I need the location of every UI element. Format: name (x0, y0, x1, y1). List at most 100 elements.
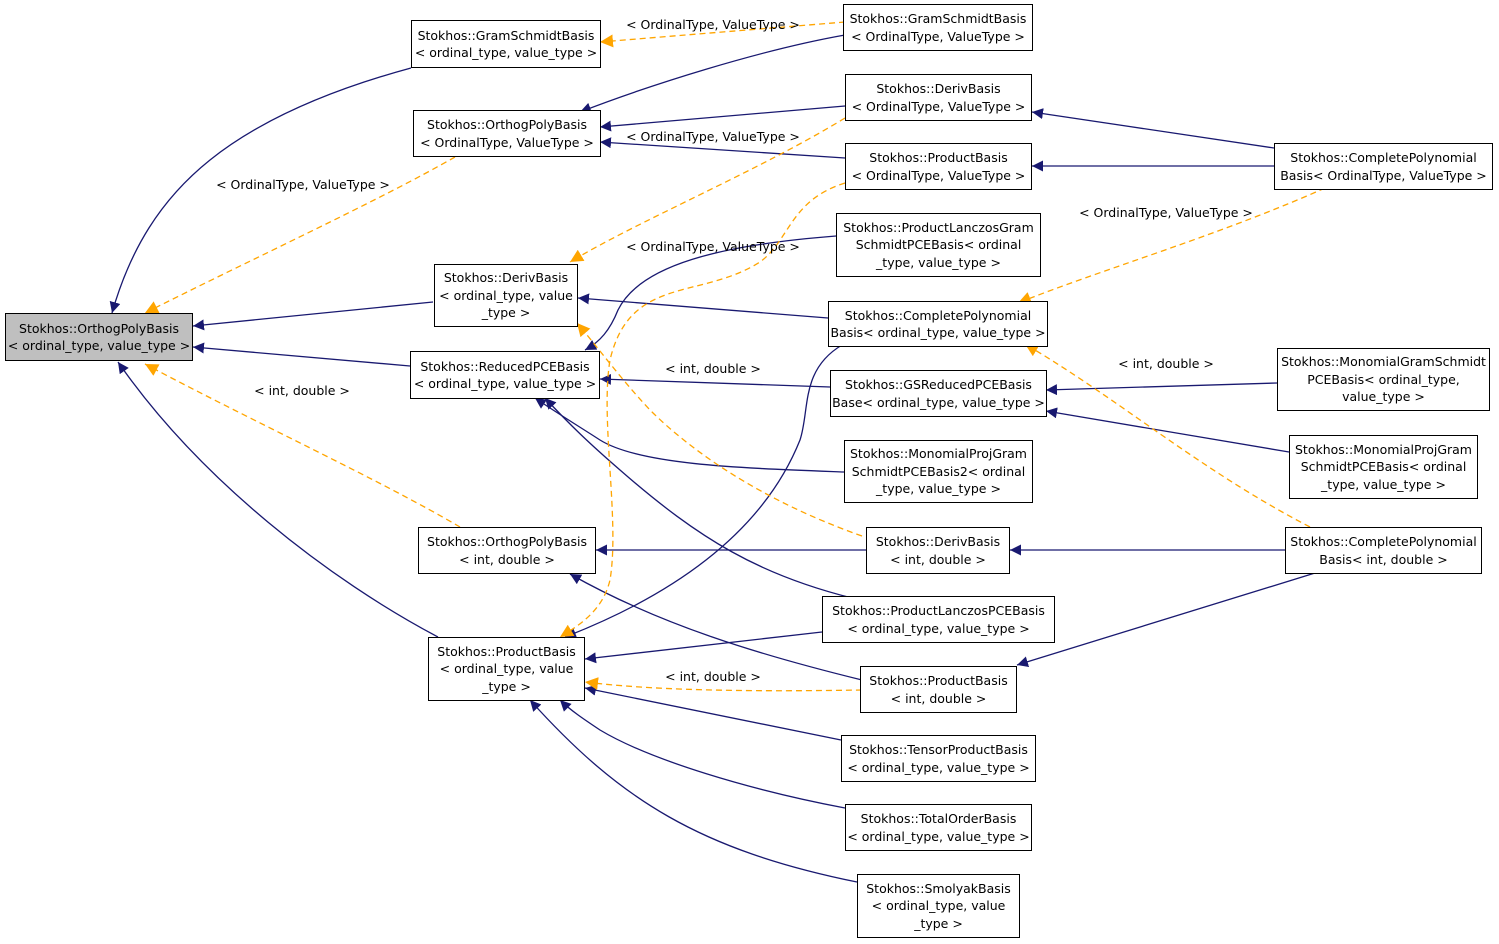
edge-prodint-opbint (569, 573, 863, 681)
node-reducedpcebasis[interactable]: Stokhos::ReducedPCEBasis< ordinal_type, … (410, 351, 600, 399)
node-gramschmidtbasis-OT[interactable]: Stokhos::GramSchmidtBasis< OrdinalType, … (843, 4, 1033, 51)
tedge-derivint-derivord (576, 322, 863, 537)
node-label-line: < OrdinalType, ValueType > (851, 98, 1026, 114)
node-label-line: Stokhos::ProductLanczosPCEBasis (832, 603, 1045, 618)
node-label-line: _type > (482, 678, 531, 694)
edge-gsred-reduced (599, 373, 831, 388)
node-label-line: Stokhos::OrthogPolyBasis (427, 117, 587, 132)
edge-label-deriv-ot: < OrdinalType, ValueType > (626, 239, 800, 254)
tedge-cpint-cpord (1024, 343, 1311, 528)
tedge-derivOT-derivord (569, 117, 846, 263)
node-label-line: < OrdinalType, ValueType > (420, 134, 594, 150)
node-label-line: SchmidtPCEBasis2< ordinal (851, 463, 1026, 479)
node-label-line: < ordinal_type, value (439, 287, 573, 303)
tedge-prodint-prodord (584, 677, 863, 692)
edge-gs-root (109, 67, 412, 314)
node-smolyakbasis[interactable]: Stokhos::SmolyakBasis< ordinal_type, val… (857, 874, 1020, 938)
tedge-gsOT-gs (599, 21, 846, 48)
node-label-line: Stokhos::TotalOrderBasis (860, 811, 1017, 826)
edge-plpce-prodord (584, 631, 823, 664)
node-label-line: < int, double > (890, 690, 987, 706)
node-productlanczospcebasis[interactable]: Stokhos::ProductLanczosPCEBasis< ordinal… (822, 596, 1055, 643)
node-label-line: Stokhos::ReducedPCEBasis (420, 358, 590, 374)
node-label-line: < int, double > (890, 551, 986, 567)
edge-mpgs-gsred (1045, 407, 1290, 453)
node-label-line: Stokhos::ProductBasis (437, 643, 576, 659)
edge-tensor-prodord (584, 684, 842, 741)
node-label-line: Stokhos::ProductLanczosGram (843, 219, 1034, 235)
node-derivbasis-ordinal[interactable]: Stokhos::DerivBasis< ordinal_type, value… (434, 264, 578, 327)
node-orthogpolybasis-OT[interactable]: Stokhos::OrthogPolyBasis< OrdinalType, V… (413, 110, 601, 157)
node-productbasis-ordinal[interactable]: Stokhos::ProductBasis< ordinal_type, val… (428, 637, 585, 701)
node-label-line: Stokhos::DerivBasis (876, 81, 1001, 96)
node-label-line: Stokhos::OrthogPolyBasis (19, 320, 179, 336)
edge-prodOT-opbOT (599, 137, 846, 159)
edge-gsOT-opbOT (579, 34, 846, 114)
edge-cpord-deriv (577, 293, 829, 319)
edge-smolyak-prodord (529, 699, 858, 883)
node-label-line: Stokhos::GramSchmidtBasis (417, 27, 595, 43)
node-label-line: _type > (481, 305, 531, 321)
edge-label-root-int: < int, double > (254, 383, 350, 398)
edge-label-gs-ot: < OrdinalType, ValueType > (626, 17, 800, 32)
node-label-line: Stokhos::CompletePolynomial (1290, 150, 1477, 165)
node-label-line: < ordinal_type, value_type > (847, 620, 1030, 636)
node-label-line: Stokhos::CompletePolynomial (844, 307, 1032, 323)
node-label-line: Basis< int, double > (1319, 551, 1448, 567)
edge-plgs-reduced (584, 235, 837, 351)
node-label-line: < ordinal_type, value_type > (847, 828, 1030, 844)
node-productbasis-OT[interactable]: Stokhos::ProductBasis< OrdinalType, Valu… (845, 143, 1032, 190)
edge-mgs-gsred (1045, 382, 1278, 396)
edge-plpce-reduced (544, 397, 853, 599)
node-label-line: PCEBasis< ordinal_type, (1307, 371, 1460, 387)
node-label-line: Base< ordinal_type, value_type > (832, 394, 1045, 410)
node-label-line: Stokhos::GramSchmidtBasis (849, 11, 1027, 26)
node-totalorderbasis[interactable]: Stokhos::TotalOrderBasis< ordinal_type, … (845, 804, 1032, 851)
edge-mpgs2-reduced (534, 397, 845, 473)
edge-label-opb-ot: < OrdinalType, ValueType > (626, 129, 800, 144)
edge-label-root-ot: < OrdinalType, ValueType > (216, 177, 390, 192)
node-label-line: _type, value_type > (876, 254, 1001, 270)
node-label-line: < OrdinalType, ValueType > (851, 167, 1026, 183)
node-orthogpolybasis-ordinal[interactable]: Stokhos::OrthogPolyBasis< ordinal_type, … (5, 313, 193, 361)
node-tensorproductbasis[interactable]: Stokhos::TensorProductBasis< ordinal_typ… (841, 735, 1036, 782)
node-label-line: _type, value_type > (876, 481, 1001, 497)
node-label-line: < ordinal_type, value_type > (847, 759, 1030, 775)
node-label-line: < int, double > (459, 551, 555, 567)
node-label-line: Stokhos::CompletePolynomial (1290, 534, 1477, 549)
tedge-prodOT-prodord (559, 182, 846, 638)
node-label-line: Basis< OrdinalType, ValueType > (1280, 167, 1487, 183)
node-label-line: _type, value_type > (1321, 476, 1446, 492)
tedge-cpOT-cpord (1017, 187, 1326, 305)
edge-reduced-root (192, 342, 411, 367)
node-label-line: Stokhos::ProductBasis (869, 150, 1008, 165)
node-label-line: < OrdinalType, ValueType > (851, 28, 1025, 44)
node-derivbasis-OT[interactable]: Stokhos::DerivBasis< OrdinalType, ValueT… (845, 74, 1032, 121)
node-orthogpolybasis-int[interactable]: Stokhos::OrthogPolyBasis< int, double > (418, 527, 596, 574)
edge-label-prod-int: < int, double > (665, 669, 761, 684)
node-derivbasis-int[interactable]: Stokhos::DerivBasis< int, double > (866, 527, 1010, 574)
edge-deriv-root (192, 301, 434, 331)
edge-derivOT-opbOT (599, 105, 846, 132)
node-label-line: Stokhos::GSReducedPCEBasis (845, 377, 1032, 392)
node-label-line: < ordinal_type, value_type > (414, 45, 598, 60)
edge-cpint-prodint (1016, 572, 1316, 668)
edge-cpord-prodord (564, 344, 843, 639)
node-label-line: Stokhos::MonomialGramSchmidt (1281, 354, 1486, 370)
node-gramschmidtbasis-ordinal[interactable]: Stokhos::GramSchmidtBasis< ordinal_type,… (411, 20, 601, 68)
node-label-line: < ordinal_type, value_type > (7, 338, 191, 353)
node-label-line: SchmidtPCEBasis< ordinal (1300, 459, 1467, 475)
edge-label-red-int: < int, double > (665, 361, 761, 376)
edge-prod-root (117, 361, 439, 638)
node-productbasis-int[interactable]: Stokhos::ProductBasis< int, double > (860, 666, 1017, 713)
